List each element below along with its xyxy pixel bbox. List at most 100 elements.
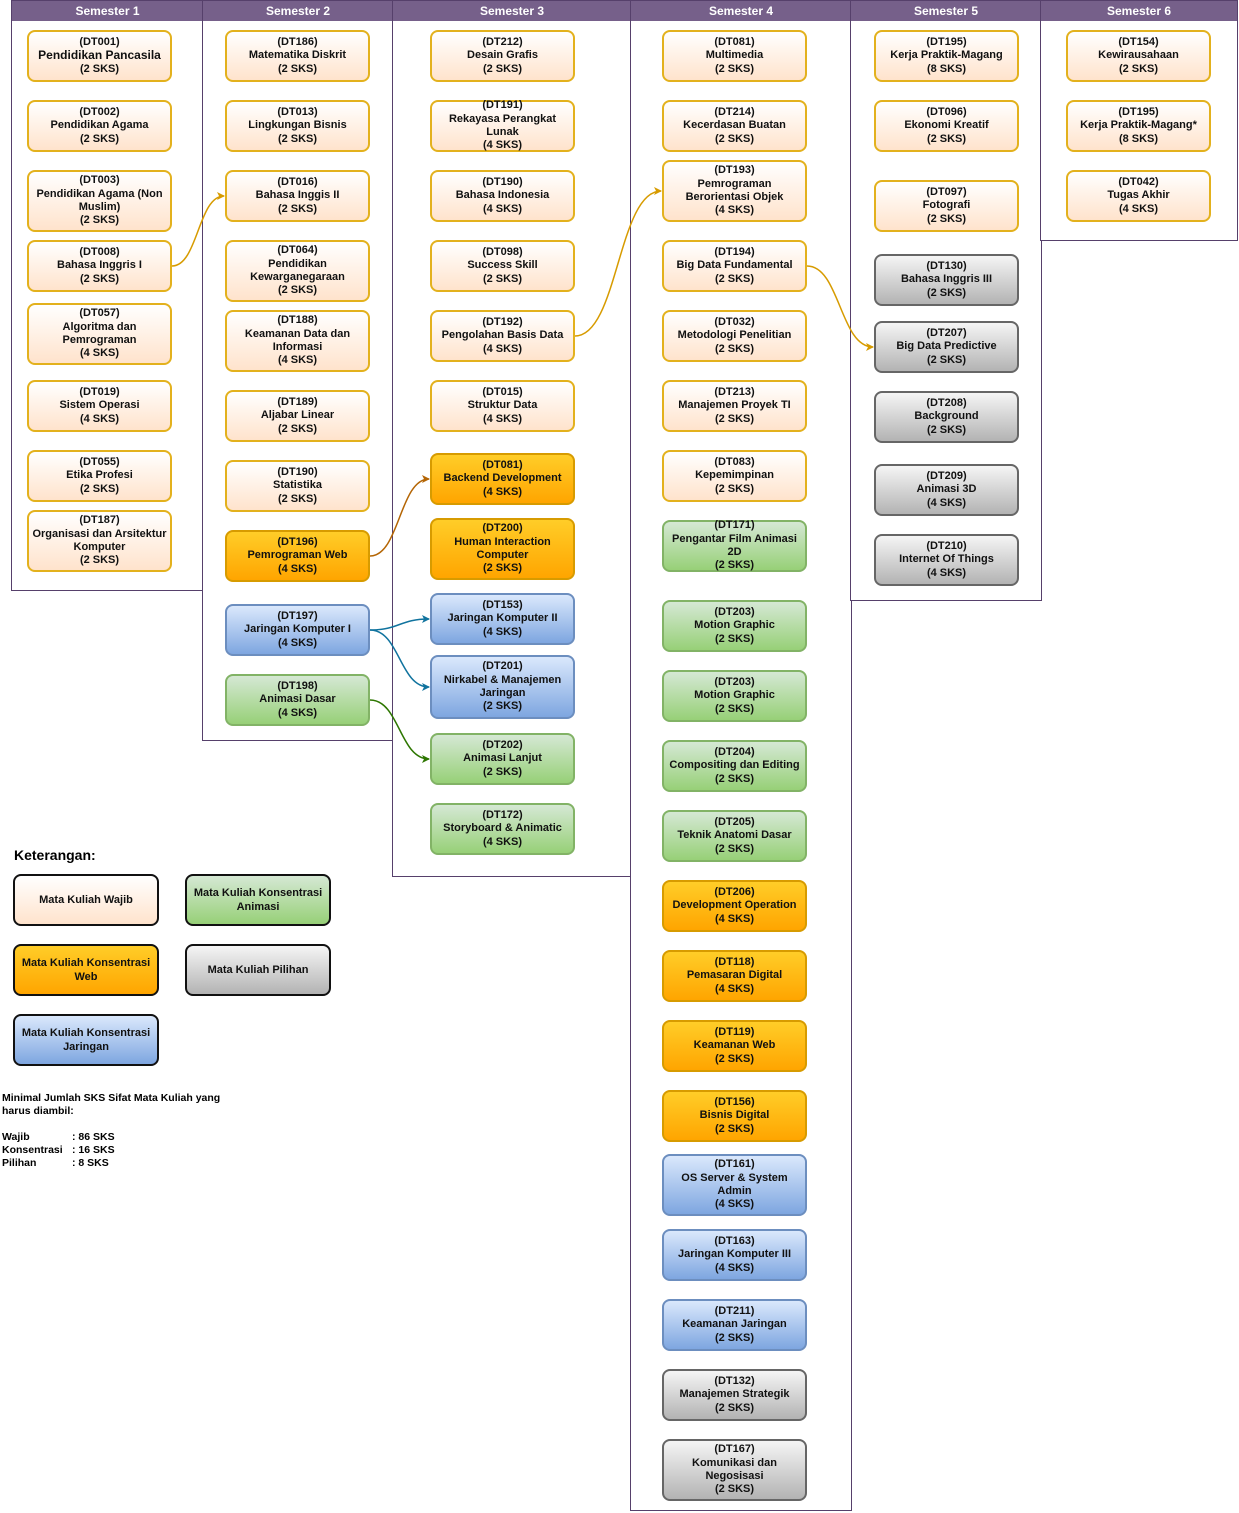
course-card: (DT194)Big Data Fundamental(2 SKS) bbox=[662, 240, 807, 292]
semester-1-header: Semester 1 bbox=[12, 1, 203, 21]
course-sks: (2 SKS) bbox=[79, 214, 120, 227]
course-code: (DT192) bbox=[482, 315, 523, 328]
course-name: Aljabar Linear bbox=[260, 409, 335, 422]
course-name: Big Data Predictive bbox=[896, 340, 997, 353]
course-code: (DT204) bbox=[714, 745, 755, 758]
course-name: Kerja Praktik-Magang* bbox=[1080, 119, 1197, 132]
course-code: (DT001) bbox=[79, 35, 120, 48]
course-sks: (4 SKS) bbox=[714, 204, 755, 217]
course-sks: (4 SKS) bbox=[482, 412, 523, 425]
course-name: Kerja Praktik-Magang bbox=[890, 49, 1003, 62]
course-code: (DT013) bbox=[277, 105, 318, 118]
course-card: (DT205)Teknik Anatomi Dasar(2 SKS) bbox=[662, 810, 807, 862]
course-sks: (4 SKS) bbox=[277, 706, 318, 719]
course-name: Motion Graphic bbox=[694, 619, 775, 632]
course-name: Pendidikan Agama (Non Muslim) bbox=[36, 187, 163, 213]
legend-web: Mata Kuliah Konsentrasi Web bbox=[13, 944, 159, 996]
course-card: (DT204)Compositing dan Editing(2 SKS) bbox=[662, 740, 807, 792]
course-code: (DT190) bbox=[277, 465, 318, 478]
course-card: (DT156)Bisnis Digital(2 SKS) bbox=[662, 1090, 807, 1142]
course-card: (DT172)Storyboard & Animatic(4 SKS) bbox=[430, 803, 575, 855]
course-card: (DT057)Algoritma dan Pemrograman(4 SKS) bbox=[27, 303, 172, 365]
course-card: (DT195)Kerja Praktik-Magang*(8 SKS) bbox=[1066, 100, 1211, 152]
course-code: (DT194) bbox=[714, 245, 755, 258]
course-card: (DT081)Backend Development(4 SKS) bbox=[430, 453, 575, 505]
course-card: (DT015)Struktur Data(4 SKS) bbox=[430, 380, 575, 432]
course-sks: (2 SKS) bbox=[714, 1483, 755, 1496]
course-sks: (4 SKS) bbox=[277, 636, 318, 649]
course-name: Internet Of Things bbox=[899, 553, 994, 566]
course-card: (DT118)Pemasaran Digital(4 SKS) bbox=[662, 950, 807, 1002]
course-sks: (4 SKS) bbox=[926, 496, 967, 509]
course-card: (DT198)Animasi Dasar(4 SKS) bbox=[225, 674, 370, 726]
course-sks: (2 SKS) bbox=[79, 62, 120, 75]
course-code: (DT186) bbox=[277, 35, 318, 48]
course-sks: (4 SKS) bbox=[482, 139, 523, 152]
course-code: (DT207) bbox=[926, 326, 967, 339]
course-code: (DT193) bbox=[714, 164, 755, 177]
legend-jaringan: Mata Kuliah Konsentrasi Jaringan bbox=[13, 1014, 159, 1066]
course-code: (DT118) bbox=[714, 955, 755, 968]
course-code: (DT008) bbox=[79, 245, 120, 258]
course-card: (DT003)Pendidikan Agama (Non Muslim)(2 S… bbox=[27, 170, 172, 232]
course-sks: (2 SKS) bbox=[926, 353, 967, 366]
course-card: (DT197)Jaringan Komputer I(4 SKS) bbox=[225, 604, 370, 656]
course-sks: (4 SKS) bbox=[714, 1261, 755, 1274]
course-sks: (2 SKS) bbox=[926, 132, 967, 145]
course-sks: (2 SKS) bbox=[1118, 62, 1159, 75]
course-sks: (2 SKS) bbox=[482, 62, 523, 75]
course-code: (DT211) bbox=[714, 1304, 755, 1317]
course-sks: (4 SKS) bbox=[482, 202, 523, 215]
note-key: Pilihan bbox=[2, 1157, 37, 1169]
course-card: (DT212)Desain Grafis(2 SKS) bbox=[430, 30, 575, 82]
course-code: (DT055) bbox=[79, 455, 120, 468]
course-sks: (2 SKS) bbox=[714, 62, 755, 75]
course-name: Bahasa Inggis II bbox=[255, 189, 340, 202]
course-sks: (4 SKS) bbox=[79, 347, 120, 360]
legend-pilihan: Mata Kuliah Pilihan bbox=[185, 944, 331, 996]
course-card: (DT195)Kerja Praktik-Magang(8 SKS) bbox=[874, 30, 1019, 82]
course-name: Background bbox=[914, 410, 979, 423]
course-name: Jaringan Komputer II bbox=[447, 612, 558, 625]
course-code: (DT214) bbox=[714, 105, 755, 118]
course-name: Multimedia bbox=[705, 49, 764, 62]
course-code: (DT190) bbox=[482, 175, 523, 188]
course-sks: (2 SKS) bbox=[482, 562, 523, 575]
course-sks: (2 SKS) bbox=[277, 62, 318, 75]
course-name: Nirkabel & Manajemen Jaringan bbox=[443, 673, 562, 699]
course-sks: (4 SKS) bbox=[482, 485, 523, 498]
course-card: (DT202)Animasi Lanjut(2 SKS) bbox=[430, 733, 575, 785]
course-sks: (2 SKS) bbox=[277, 422, 318, 435]
course-sks: (2 SKS) bbox=[79, 554, 120, 567]
course-card: (DT002)Pendidikan Agama(2 SKS) bbox=[27, 100, 172, 152]
course-sks: (4 SKS) bbox=[714, 982, 755, 995]
course-sks: (2 SKS) bbox=[714, 482, 755, 495]
course-name: Kewirausahaan bbox=[1098, 49, 1179, 62]
course-card: (DT001)Pendidikan Pancasila(2 SKS) bbox=[27, 30, 172, 82]
course-name: Animasi 3D bbox=[916, 483, 977, 496]
course-sks: (2 SKS) bbox=[714, 559, 755, 572]
sks-minimum-note: Minimal Jumlah SKS Sifat Mata Kuliah yan… bbox=[2, 1092, 242, 1170]
course-name: Pengolahan Basis Data bbox=[441, 329, 564, 342]
course-name: Ekonomi Kreatif bbox=[904, 119, 989, 132]
course-name: Keamanan Jaringan bbox=[682, 1318, 787, 1331]
note-value: : 16 SKS bbox=[72, 1144, 115, 1156]
course-card: (DT083)Kepemimpinan(2 SKS) bbox=[662, 450, 807, 502]
course-name: Backend Development bbox=[443, 472, 562, 485]
course-code: (DT016) bbox=[277, 175, 318, 188]
course-card: (DT064)Pendidikan Kewarganegaraan(2 SKS) bbox=[225, 240, 370, 302]
course-card: (DT161)OS Server & System Admin(4 SKS) bbox=[662, 1154, 807, 1216]
course-name: Compositing dan Editing bbox=[669, 759, 800, 772]
course-name: Pemasaran Digital bbox=[686, 969, 783, 982]
course-sks: (2 SKS) bbox=[79, 482, 120, 495]
course-card: (DT192)Pengolahan Basis Data(4 SKS) bbox=[430, 310, 575, 362]
course-card: (DT200)Human Interaction Computer(2 SKS) bbox=[430, 518, 575, 580]
note-row-wajib: Wajib: 86 SKS bbox=[2, 1131, 242, 1144]
course-card: (DT188)Keamanan Data dan Informasi(4 SKS… bbox=[225, 310, 370, 372]
course-card: (DT154)Kewirausahaan(2 SKS) bbox=[1066, 30, 1211, 82]
course-code: (DT156) bbox=[714, 1095, 755, 1108]
course-card: (DT153)Jaringan Komputer II(4 SKS) bbox=[430, 593, 575, 645]
note-row-konsentrasi: Konsentrasi: 16 SKS bbox=[2, 1144, 242, 1157]
course-code: (DT161) bbox=[714, 1158, 755, 1171]
course-sks: (2 SKS) bbox=[926, 286, 967, 299]
